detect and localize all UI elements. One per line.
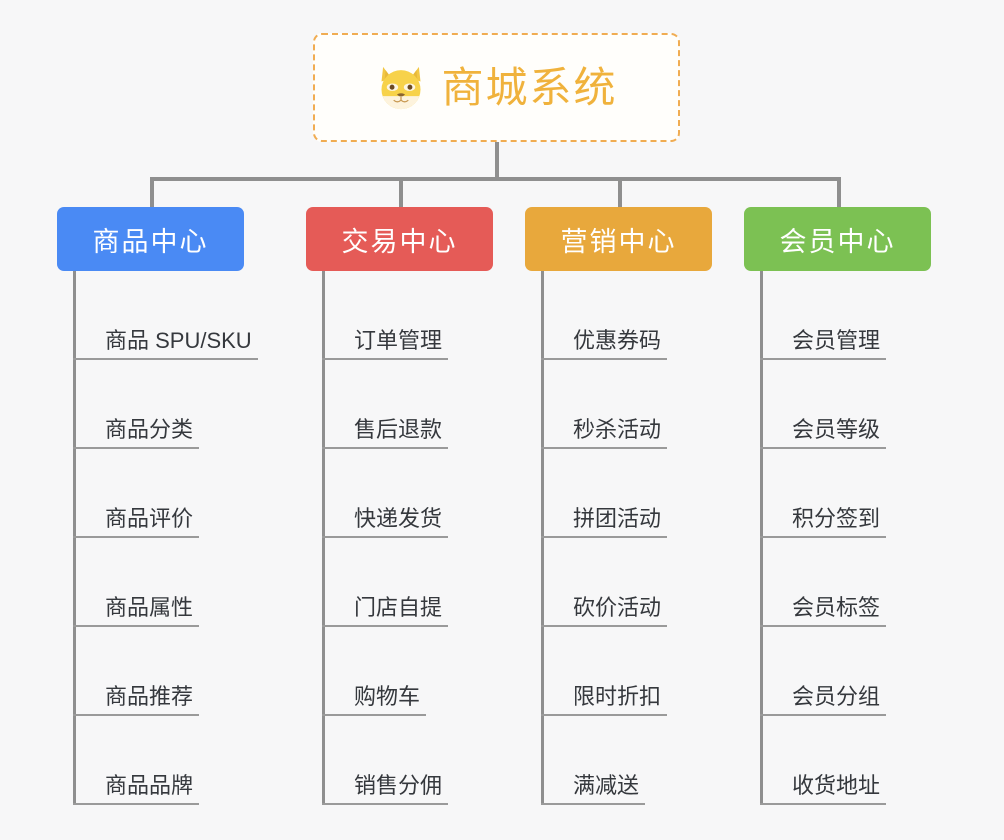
leaf-item-underline	[760, 714, 886, 716]
leaf-item-underline	[760, 447, 886, 449]
leaf-item[interactable]: 门店自提	[322, 538, 448, 627]
leaf-item[interactable]: 商品属性	[73, 538, 199, 627]
category-box-1[interactable]: 商品中心	[57, 207, 244, 271]
root-node-mall-system[interactable]: 商城系统	[313, 33, 680, 142]
leaf-item-underline	[541, 803, 645, 805]
connector-drop-2	[399, 177, 403, 208]
leaf-item-underline	[322, 714, 426, 716]
leaf-item[interactable]: 会员分组	[760, 627, 886, 716]
leaf-item-underline	[541, 714, 667, 716]
leaf-item-label: 会员分组	[792, 683, 881, 709]
leaf-item[interactable]: 秒杀活动	[541, 360, 667, 449]
leaf-item-label: 售后退款	[354, 416, 443, 442]
leaf-item-underline	[322, 803, 448, 805]
leaf-item[interactable]: 满减送	[541, 716, 645, 805]
leaf-item-label: 门店自提	[354, 594, 443, 620]
leaf-item-label: 优惠券码	[573, 327, 662, 353]
leaf-item-label: 商品品牌	[105, 772, 194, 798]
leaf-item-label: 满减送	[573, 772, 640, 798]
leaf-item-underline	[322, 536, 448, 538]
leaf-item-underline	[541, 625, 667, 627]
category-label: 商品中心	[92, 226, 209, 257]
leaf-item[interactable]: 优惠券码	[541, 271, 667, 360]
leaf-item-underline	[760, 803, 886, 805]
leaf-item-underline	[541, 536, 667, 538]
leaf-item-underline	[322, 447, 448, 449]
leaf-item[interactable]: 积分签到	[760, 449, 886, 538]
leaf-item[interactable]: 商品推荐	[73, 627, 199, 716]
column-trunk-line	[541, 271, 544, 805]
leaf-item[interactable]: 商品分类	[73, 360, 199, 449]
shiba-dog-face-icon	[381, 66, 421, 111]
category-label: 会员中心	[779, 226, 896, 257]
category-box-2[interactable]: 交易中心	[306, 207, 493, 271]
column-trunk-line	[760, 271, 763, 805]
leaf-item[interactable]: 收货地址	[760, 716, 886, 805]
leaf-item-label: 拼团活动	[573, 505, 662, 531]
leaf-item-underline	[760, 358, 886, 360]
leaf-item-underline	[541, 358, 667, 360]
leaf-item[interactable]: 订单管理	[322, 271, 448, 360]
connector-root-vertical	[495, 142, 499, 180]
leaf-item[interactable]: 会员等级	[760, 360, 886, 449]
connector-horizontal-bus	[150, 177, 840, 181]
leaf-item-underline	[73, 625, 199, 627]
leaf-item-label: 订单管理	[354, 327, 443, 353]
leaf-item-underline	[73, 447, 199, 449]
column-trunk-line	[73, 271, 76, 805]
leaf-item[interactable]: 购物车	[322, 627, 426, 716]
leaf-item-label: 销售分佣	[354, 772, 443, 798]
leaf-item-label: 会员管理	[792, 327, 881, 353]
leaf-item-label: 会员标签	[792, 594, 881, 620]
leaf-item-label: 会员等级	[792, 416, 881, 442]
connector-drop-3	[618, 177, 622, 208]
leaf-item[interactable]: 商品 SPU/SKU	[73, 271, 258, 360]
leaf-item[interactable]: 快递发货	[322, 449, 448, 538]
leaf-item[interactable]: 会员标签	[760, 538, 886, 627]
leaf-item-label: 快递发货	[354, 505, 443, 531]
leaf-item-underline	[760, 536, 886, 538]
leaf-item-underline	[73, 536, 199, 538]
connector-drop-4	[837, 177, 841, 208]
root-node-title: 商城系统	[441, 63, 618, 111]
leaf-item[interactable]: 限时折扣	[541, 627, 667, 716]
leaf-item-label: 限时折扣	[573, 683, 662, 709]
leaf-item[interactable]: 砍价活动	[541, 538, 667, 627]
leaf-item-label: 购物车	[354, 683, 421, 709]
category-label: 营销中心	[560, 226, 677, 257]
leaf-item-label: 收货地址	[792, 772, 881, 798]
leaf-item-label: 商品 SPU/SKU	[105, 327, 252, 353]
leaf-item[interactable]: 会员管理	[760, 271, 886, 360]
category-label: 交易中心	[341, 226, 458, 257]
leaf-item-label: 商品推荐	[105, 683, 194, 709]
leaf-item[interactable]: 售后退款	[322, 360, 448, 449]
connector-drop-1	[150, 177, 154, 208]
category-box-4[interactable]: 会员中心	[744, 207, 931, 271]
leaf-item-underline	[541, 447, 667, 449]
leaf-item[interactable]: 拼团活动	[541, 449, 667, 538]
category-box-3[interactable]: 营销中心	[525, 207, 712, 271]
leaf-item-underline	[73, 803, 199, 805]
leaf-item-label: 商品评价	[105, 505, 194, 531]
leaf-item[interactable]: 商品评价	[73, 449, 199, 538]
leaf-item-underline	[760, 625, 886, 627]
leaf-item-label: 商品分类	[105, 416, 194, 442]
leaf-item-label: 秒杀活动	[573, 416, 662, 442]
leaf-item-underline	[73, 714, 199, 716]
leaf-item-label: 积分签到	[792, 505, 881, 531]
column-trunk-line	[322, 271, 325, 805]
leaf-item[interactable]: 销售分佣	[322, 716, 448, 805]
leaf-item-underline	[322, 625, 448, 627]
leaf-item-label: 砍价活动	[573, 594, 662, 620]
leaf-item-underline	[322, 358, 448, 360]
leaf-item-underline	[73, 358, 258, 360]
leaf-item-label: 商品属性	[105, 594, 194, 620]
leaf-item[interactable]: 商品品牌	[73, 716, 199, 805]
